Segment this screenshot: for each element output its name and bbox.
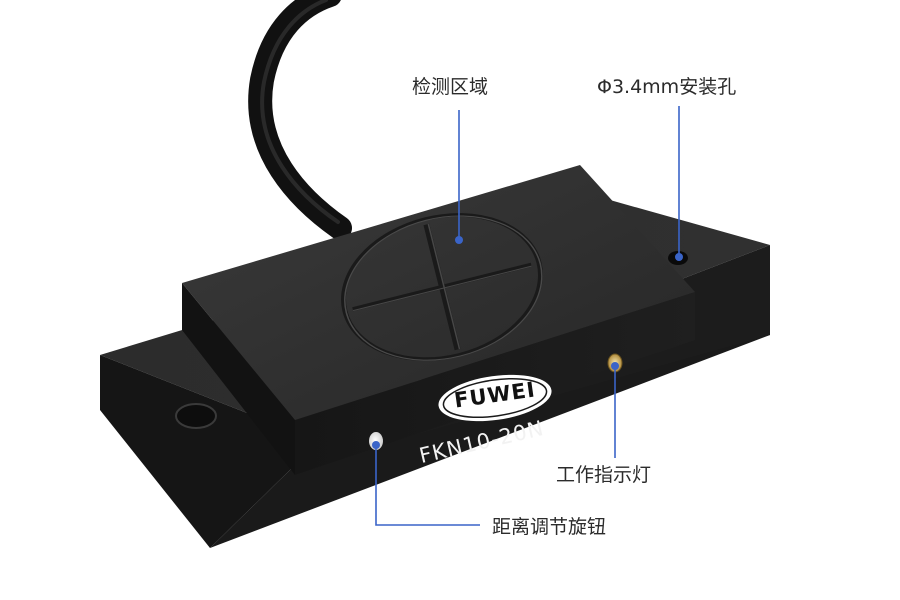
cable	[248, 0, 352, 240]
main-block-top	[182, 165, 695, 420]
callout-dot-hole	[675, 253, 683, 261]
callout-label-detection-area: 检测区域	[412, 76, 489, 98]
callout-label-indicator-light: 工作指示灯	[556, 464, 652, 486]
callout-dot-detection	[455, 236, 463, 244]
callout-label-distance-knob: 距离调节旋钮	[492, 516, 607, 538]
callout-line-knob	[375, 445, 480, 526]
detection-area-marking	[341, 213, 543, 361]
mounting-hole-left	[175, 403, 217, 429]
brand-badge	[438, 374, 552, 422]
callout-dot-indicator	[611, 362, 619, 370]
callout-label-mounting-hole: Φ3.4mm安装孔	[597, 76, 737, 98]
callout-dot-knob	[372, 441, 380, 449]
base-plate-front	[100, 355, 290, 548]
